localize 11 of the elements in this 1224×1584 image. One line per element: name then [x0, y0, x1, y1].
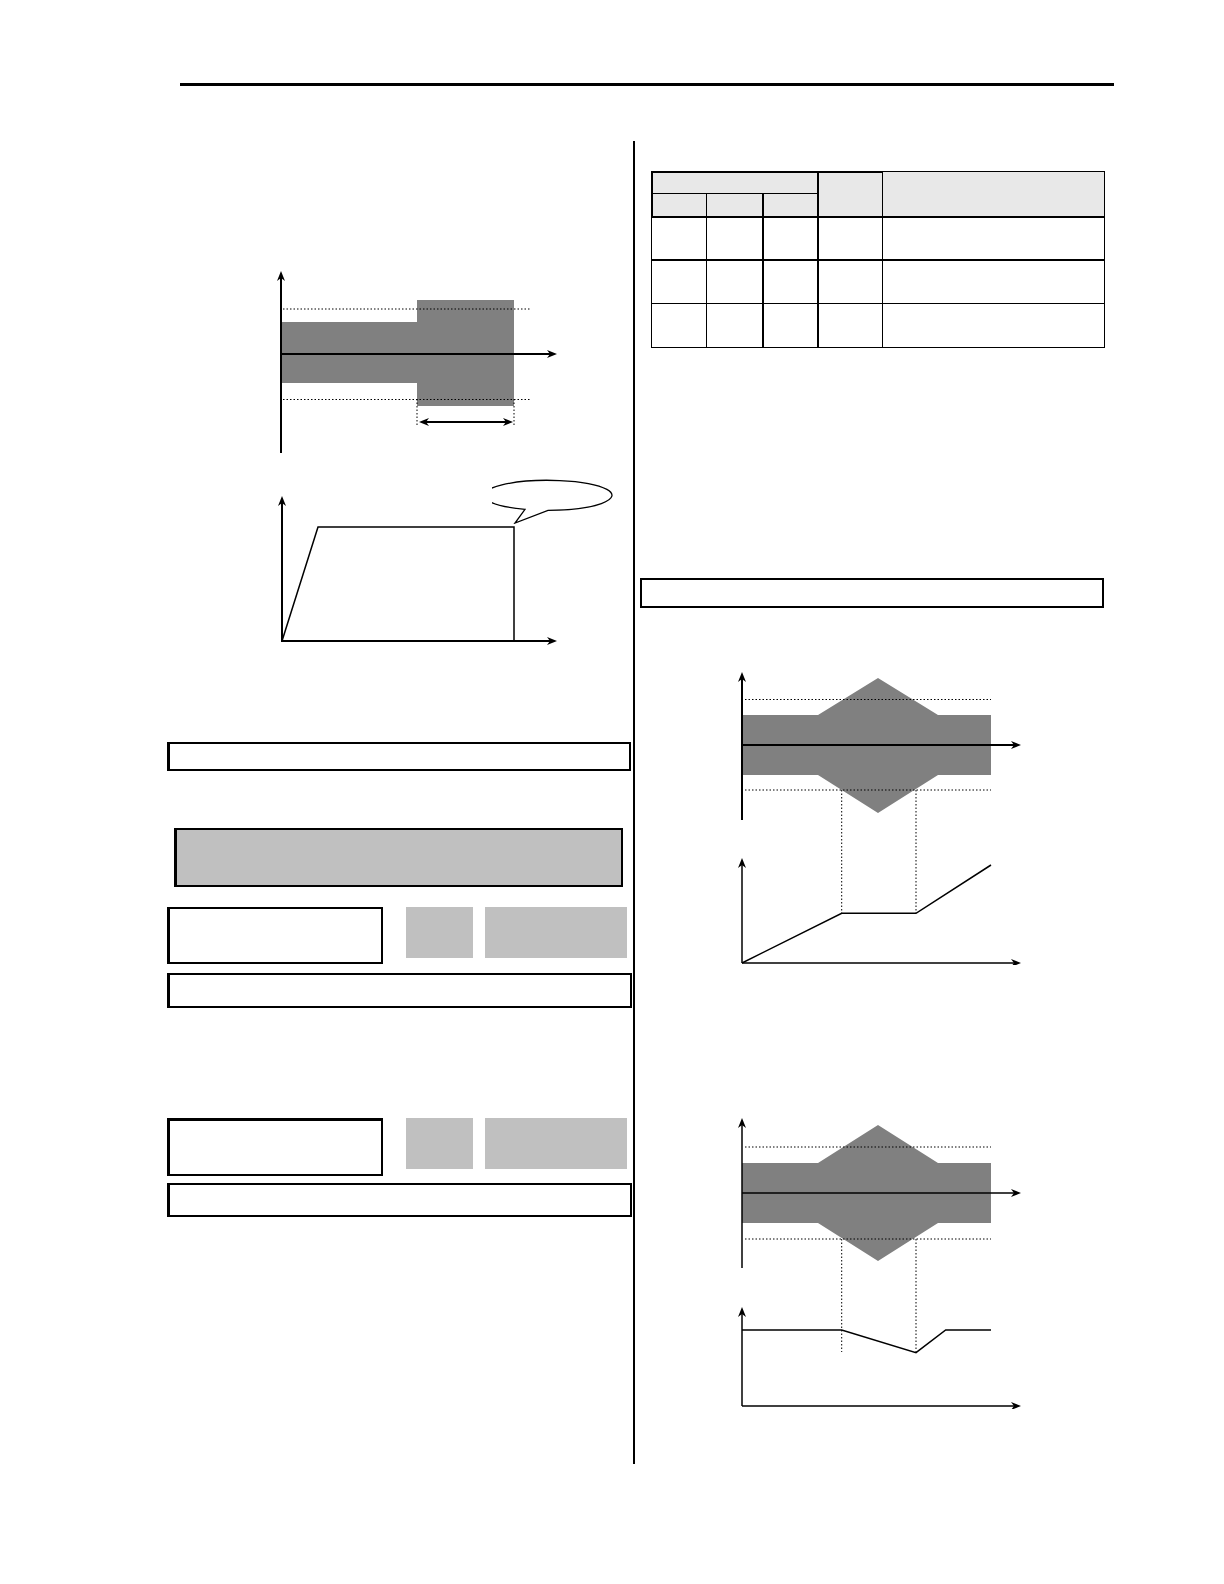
empty-frame: [640, 578, 1104, 608]
empty-frame: [167, 1183, 632, 1217]
shaded-panel: [406, 1118, 473, 1169]
shaded-panel: [485, 907, 627, 958]
shaded-panel: [485, 1118, 627, 1169]
empty-frame: [167, 1118, 383, 1176]
empty-frame: [167, 973, 632, 1008]
shaded-panel: [406, 907, 473, 958]
empty-frame: [167, 907, 383, 964]
empty-frame: [167, 742, 631, 771]
shaded-panel: [174, 828, 623, 887]
